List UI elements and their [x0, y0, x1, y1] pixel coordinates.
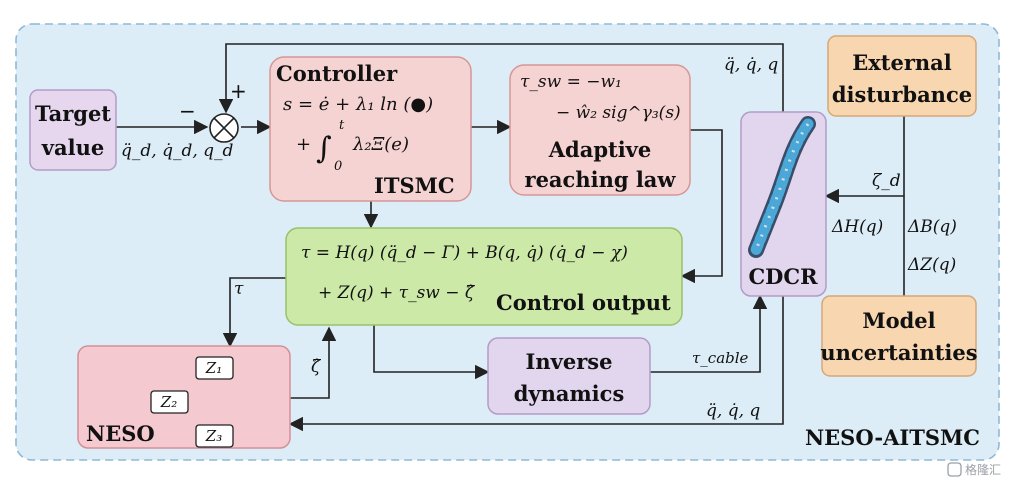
cdcr-label: CDCR — [748, 264, 818, 289]
neso-z1-label: Z₁ — [205, 359, 222, 377]
control-output-title: Control output — [496, 290, 671, 315]
adaptive-equation-1: τ_sw = −w₁ — [520, 72, 622, 92]
external-disturbance-block — [827, 35, 977, 117]
delta-b-label: ΔB(q) — [907, 217, 957, 237]
control-output-equation-1: τ = H(q) (q̈_d − Γ) + B(q, q̇) (q̇_d − χ… — [301, 243, 628, 263]
model-uncertainties-line2: uncertainties — [820, 340, 977, 365]
zeta-hat-label: ζ̂ — [311, 357, 322, 377]
delta-z-label: ΔZ(q) — [907, 255, 956, 275]
continuum-robot-image — [748, 116, 816, 258]
controller-title: Controller — [276, 61, 398, 86]
summing-junction — [209, 113, 239, 143]
controller-subtitle: ITSMC — [374, 173, 455, 198]
neso-z3-label: Z₃ — [205, 427, 222, 445]
control-output-block — [285, 227, 683, 326]
adaptive-equation-2: − ŵ₂ sig^γ₃(s) — [556, 103, 681, 123]
controller-equation-1: s = ė + λ₁ ln (●) — [283, 94, 433, 115]
controller-equation-2-prefix: + — [296, 134, 311, 155]
adaptive-reaching-law-block — [509, 64, 691, 196]
frame-label: NESO-AITSMC — [805, 425, 980, 450]
controller-integral-sign: ∫ — [316, 131, 332, 166]
adaptive-title-line2: reaching law — [525, 167, 677, 192]
summing-plus-sign: + — [230, 79, 247, 103]
neso-z2-label: Z₂ — [160, 393, 177, 411]
controller-equation-2-body: λ₂Ξ(e) — [352, 134, 409, 155]
zeta-d-label: ζ_d — [872, 171, 901, 191]
model-uncertainties-line1: Model — [862, 308, 935, 333]
controller-block — [269, 56, 472, 202]
summing-minus-sign: − — [179, 99, 196, 123]
delta-h-label: ΔH(q) — [831, 217, 883, 237]
adaptive-title-line1: Adaptive — [548, 137, 652, 162]
target-signals-label: q̈_d, q̇_d, q_d — [121, 141, 234, 161]
tau-cable-label: τ_cable — [692, 349, 749, 367]
external-disturbance-line2: disturbance — [832, 82, 972, 107]
svg-text:格隆汇: 格隆汇 — [965, 462, 1001, 477]
target-value-title-line2: value — [41, 135, 104, 160]
neso-z2-box — [150, 390, 189, 414]
feedback-top-label: q̈, q̇, q — [724, 55, 778, 75]
inverse-dynamics-line1: Inverse — [526, 349, 613, 374]
external-disturbance-line1: External — [852, 50, 952, 75]
control-output-equation-2: + Z(q) + τ_sw − ζ̂ — [318, 283, 476, 303]
target-value-title-line1: Target — [35, 101, 111, 126]
controller-integral-lower: 0 — [334, 159, 342, 174]
tau-label: τ — [234, 279, 244, 299]
feedback-bottom-label: q̈, q̇, q — [706, 401, 760, 421]
controller-integral-upper: t — [339, 118, 345, 133]
neso-z3-box — [195, 424, 234, 448]
neso-label: NESO — [86, 421, 155, 446]
neso-z1-box — [195, 356, 234, 380]
watermark: 格隆汇 — [947, 462, 1001, 477]
target-value-block — [29, 89, 117, 171]
inverse-dynamics-line2: dynamics — [514, 381, 625, 406]
model-uncertainties-block — [821, 295, 977, 377]
inverse-dynamics-block — [487, 337, 651, 415]
